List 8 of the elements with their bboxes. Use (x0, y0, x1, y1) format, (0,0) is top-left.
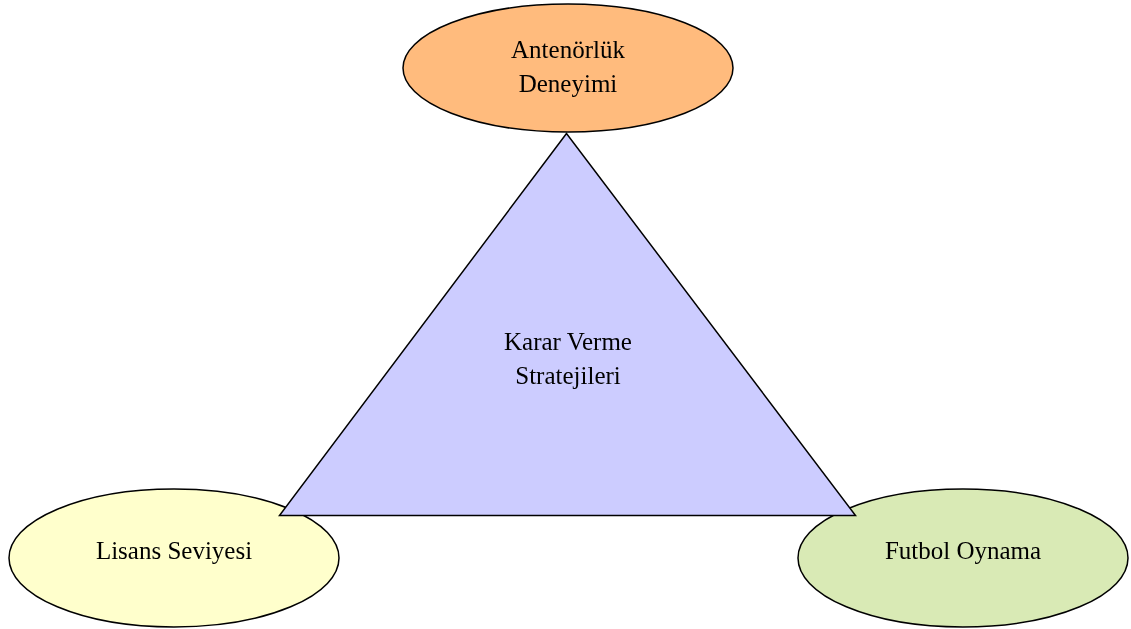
node-label: Karar Verme Stratejileri (503, 327, 633, 391)
ellipse-node (797, 488, 1129, 628)
node-label: Antenörlük Deneyimi (510, 35, 626, 99)
ellipse-node (402, 3, 734, 133)
ellipse-node (8, 488, 340, 628)
node-label: Lisans Seviyesi (94, 536, 254, 566)
node-label: Futbol Oynama (883, 536, 1043, 566)
triangle-node (279, 133, 856, 516)
